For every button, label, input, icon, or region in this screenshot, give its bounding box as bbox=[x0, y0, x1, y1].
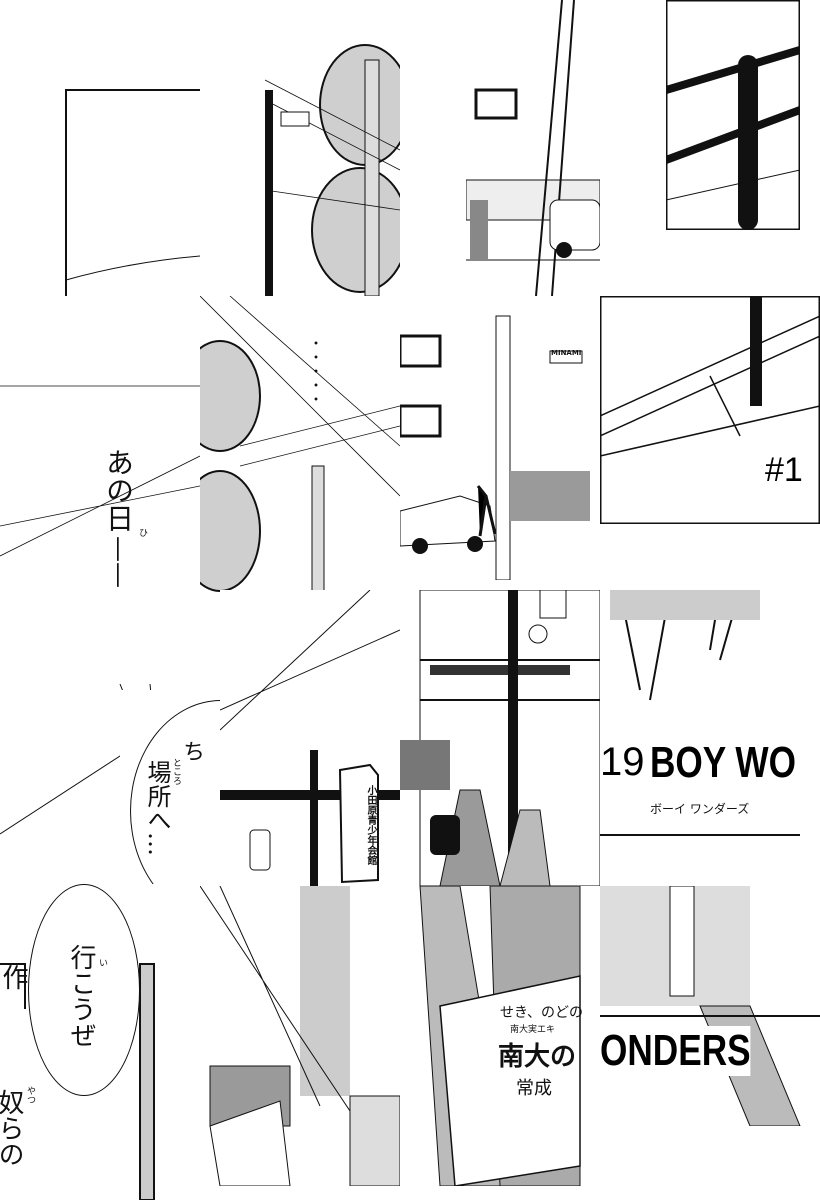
banner-top-text: せき、のどの bbox=[500, 1005, 584, 1021]
speech-bubble-go bbox=[28, 884, 140, 1096]
banner-small-text: 南大実エキ bbox=[510, 1025, 556, 1035]
speech-them-ruby: やつ bbox=[25, 1086, 35, 1104]
panel-street-crossing: MINAMI bbox=[400, 296, 600, 580]
panel-building-street bbox=[466, 0, 600, 296]
speech-them-text: 奴らの bbox=[0, 1089, 24, 1167]
panel-railing bbox=[666, 0, 800, 230]
street-sign-label: MINAMI bbox=[551, 349, 582, 357]
narration-dash: —— bbox=[104, 536, 134, 588]
speech-go-text: 行こうぜ bbox=[66, 944, 96, 1048]
narration-text: あの日 bbox=[102, 448, 135, 532]
panel-title: 19 BOY WO ボーイ ワンダーズ bbox=[600, 590, 820, 886]
speech-partial-chi: ち bbox=[179, 740, 204, 762]
youth-hall-sign-text: 小田原青少年会館 bbox=[365, 785, 376, 865]
chapter-mark: #1 bbox=[765, 451, 803, 489]
ellipsis-text: ・・・・・ bbox=[307, 336, 323, 406]
title-katakana: ボーイ ワンダーズ bbox=[650, 802, 750, 816]
speech-place-ruby: ところ bbox=[171, 758, 181, 785]
panel-youth-hall-sign: 小田原青少年会館 bbox=[220, 590, 400, 886]
banner-bottom-text: 常成 bbox=[516, 1078, 552, 1099]
panel-road-signs bbox=[265, 0, 400, 296]
panel-chapter-mark: #1 bbox=[600, 296, 820, 524]
title-number: 19 bbox=[600, 740, 645, 784]
panel-narration: あの日 ひ —— bbox=[0, 296, 200, 592]
narration-ruby: ひ bbox=[137, 528, 147, 537]
panel-shop-banners bbox=[200, 886, 400, 1186]
panel-sidewalk-title: ONDERS bbox=[600, 886, 820, 1126]
panel-speech-go: 作 行こうぜ い 奴らの やつ bbox=[0, 884, 200, 1200]
panel-speech-place: ち 場所へ… ところ bbox=[120, 690, 220, 890]
title-english-continued: ONDERS bbox=[600, 1026, 751, 1076]
panel-pharmacy-banners: せき、のどの 南大実エキ 南大の 常成 bbox=[400, 886, 600, 1186]
panel-signs-overpass: ・・・・・ bbox=[200, 296, 400, 592]
title-english: BOY WO bbox=[650, 738, 797, 787]
speech-place-text: 場所へ… bbox=[143, 760, 171, 856]
banner-main-text: 南大の bbox=[498, 1042, 577, 1072]
speech-partial-saku: 作 bbox=[0, 964, 28, 990]
panel-school-students bbox=[400, 590, 600, 886]
panel-empty-frame bbox=[0, 0, 200, 296]
speech-go-ruby: い bbox=[97, 958, 107, 967]
